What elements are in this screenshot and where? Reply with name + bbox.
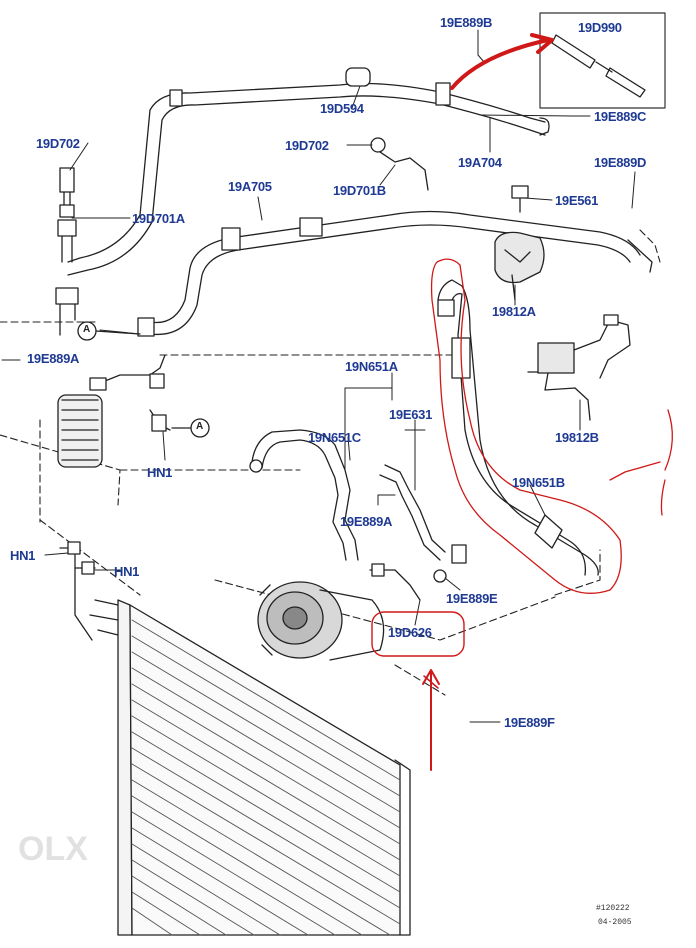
label-19812A: 19812A bbox=[492, 304, 536, 319]
label-19E889C: 19E889C bbox=[594, 109, 647, 124]
condenser bbox=[59, 541, 411, 936]
olx-watermark-text: OLX bbox=[18, 830, 88, 868]
callout-a-2: A bbox=[196, 421, 203, 432]
footer-date: 04-2005 bbox=[598, 918, 632, 927]
label-19A704: 19A704 bbox=[458, 155, 502, 170]
label-19D702-right: 19D702 bbox=[285, 138, 329, 153]
inset-fitting bbox=[551, 34, 646, 98]
fitting-19E889E bbox=[369, 563, 447, 601]
label-19N651C: 19N651C bbox=[308, 430, 361, 445]
label-19D626: 19D626 bbox=[388, 625, 432, 640]
label-19E561: 19E561 bbox=[555, 193, 599, 208]
label-19E889A-left: 19E889A bbox=[27, 351, 80, 366]
label-19E889F: 19E889F bbox=[504, 715, 555, 730]
red-markups bbox=[371, 33, 673, 771]
hose-19N651C bbox=[249, 429, 467, 564]
label-19D701B: 19D701B bbox=[333, 183, 386, 198]
label-19N651B: 19N651B bbox=[512, 475, 565, 490]
label-19D990: 19D990 bbox=[578, 20, 622, 35]
label-HN1-left: HN1 bbox=[10, 548, 36, 563]
label-19D702-left: 19D702 bbox=[36, 136, 80, 151]
label-19E889E: 19E889E bbox=[446, 591, 498, 606]
middle-hose-19A705 bbox=[137, 185, 653, 337]
label-HN1-receiver: HN1 bbox=[147, 465, 173, 480]
leader-lines bbox=[1, 29, 636, 723]
label-19E889B: 19E889B bbox=[440, 15, 493, 30]
label-19D594: 19D594 bbox=[320, 101, 364, 116]
label-19E631: 19E631 bbox=[389, 407, 433, 422]
left-valve-stack bbox=[55, 167, 79, 305]
label-19E889A-right: 19E889A bbox=[340, 514, 393, 529]
compressor bbox=[257, 581, 385, 661]
upper-hose-19A704 bbox=[59, 82, 550, 336]
callout-a-1: A bbox=[83, 324, 90, 335]
receiver-drier bbox=[57, 354, 171, 468]
label-19E889D: 19E889D bbox=[594, 155, 647, 170]
red-loop-19N651B bbox=[430, 258, 622, 594]
hose-19N651B bbox=[437, 279, 599, 576]
label-HN1-right: HN1 bbox=[114, 564, 140, 579]
label-19A705: 19A705 bbox=[228, 179, 272, 194]
component-19812B bbox=[527, 314, 631, 421]
component-19812A bbox=[494, 231, 545, 301]
label-19D701A: 19D701A bbox=[132, 211, 185, 226]
inset-box bbox=[539, 12, 666, 109]
red-arrow-inset bbox=[450, 38, 550, 90]
label-19N651A: 19N651A bbox=[345, 359, 398, 374]
label-19812B: 19812B bbox=[555, 430, 599, 445]
red-box-19D626 bbox=[371, 611, 465, 657]
olx-watermark: OLX bbox=[18, 830, 88, 869]
footer-code: #120222 bbox=[596, 904, 630, 913]
fitting-19D594 bbox=[345, 67, 371, 87]
